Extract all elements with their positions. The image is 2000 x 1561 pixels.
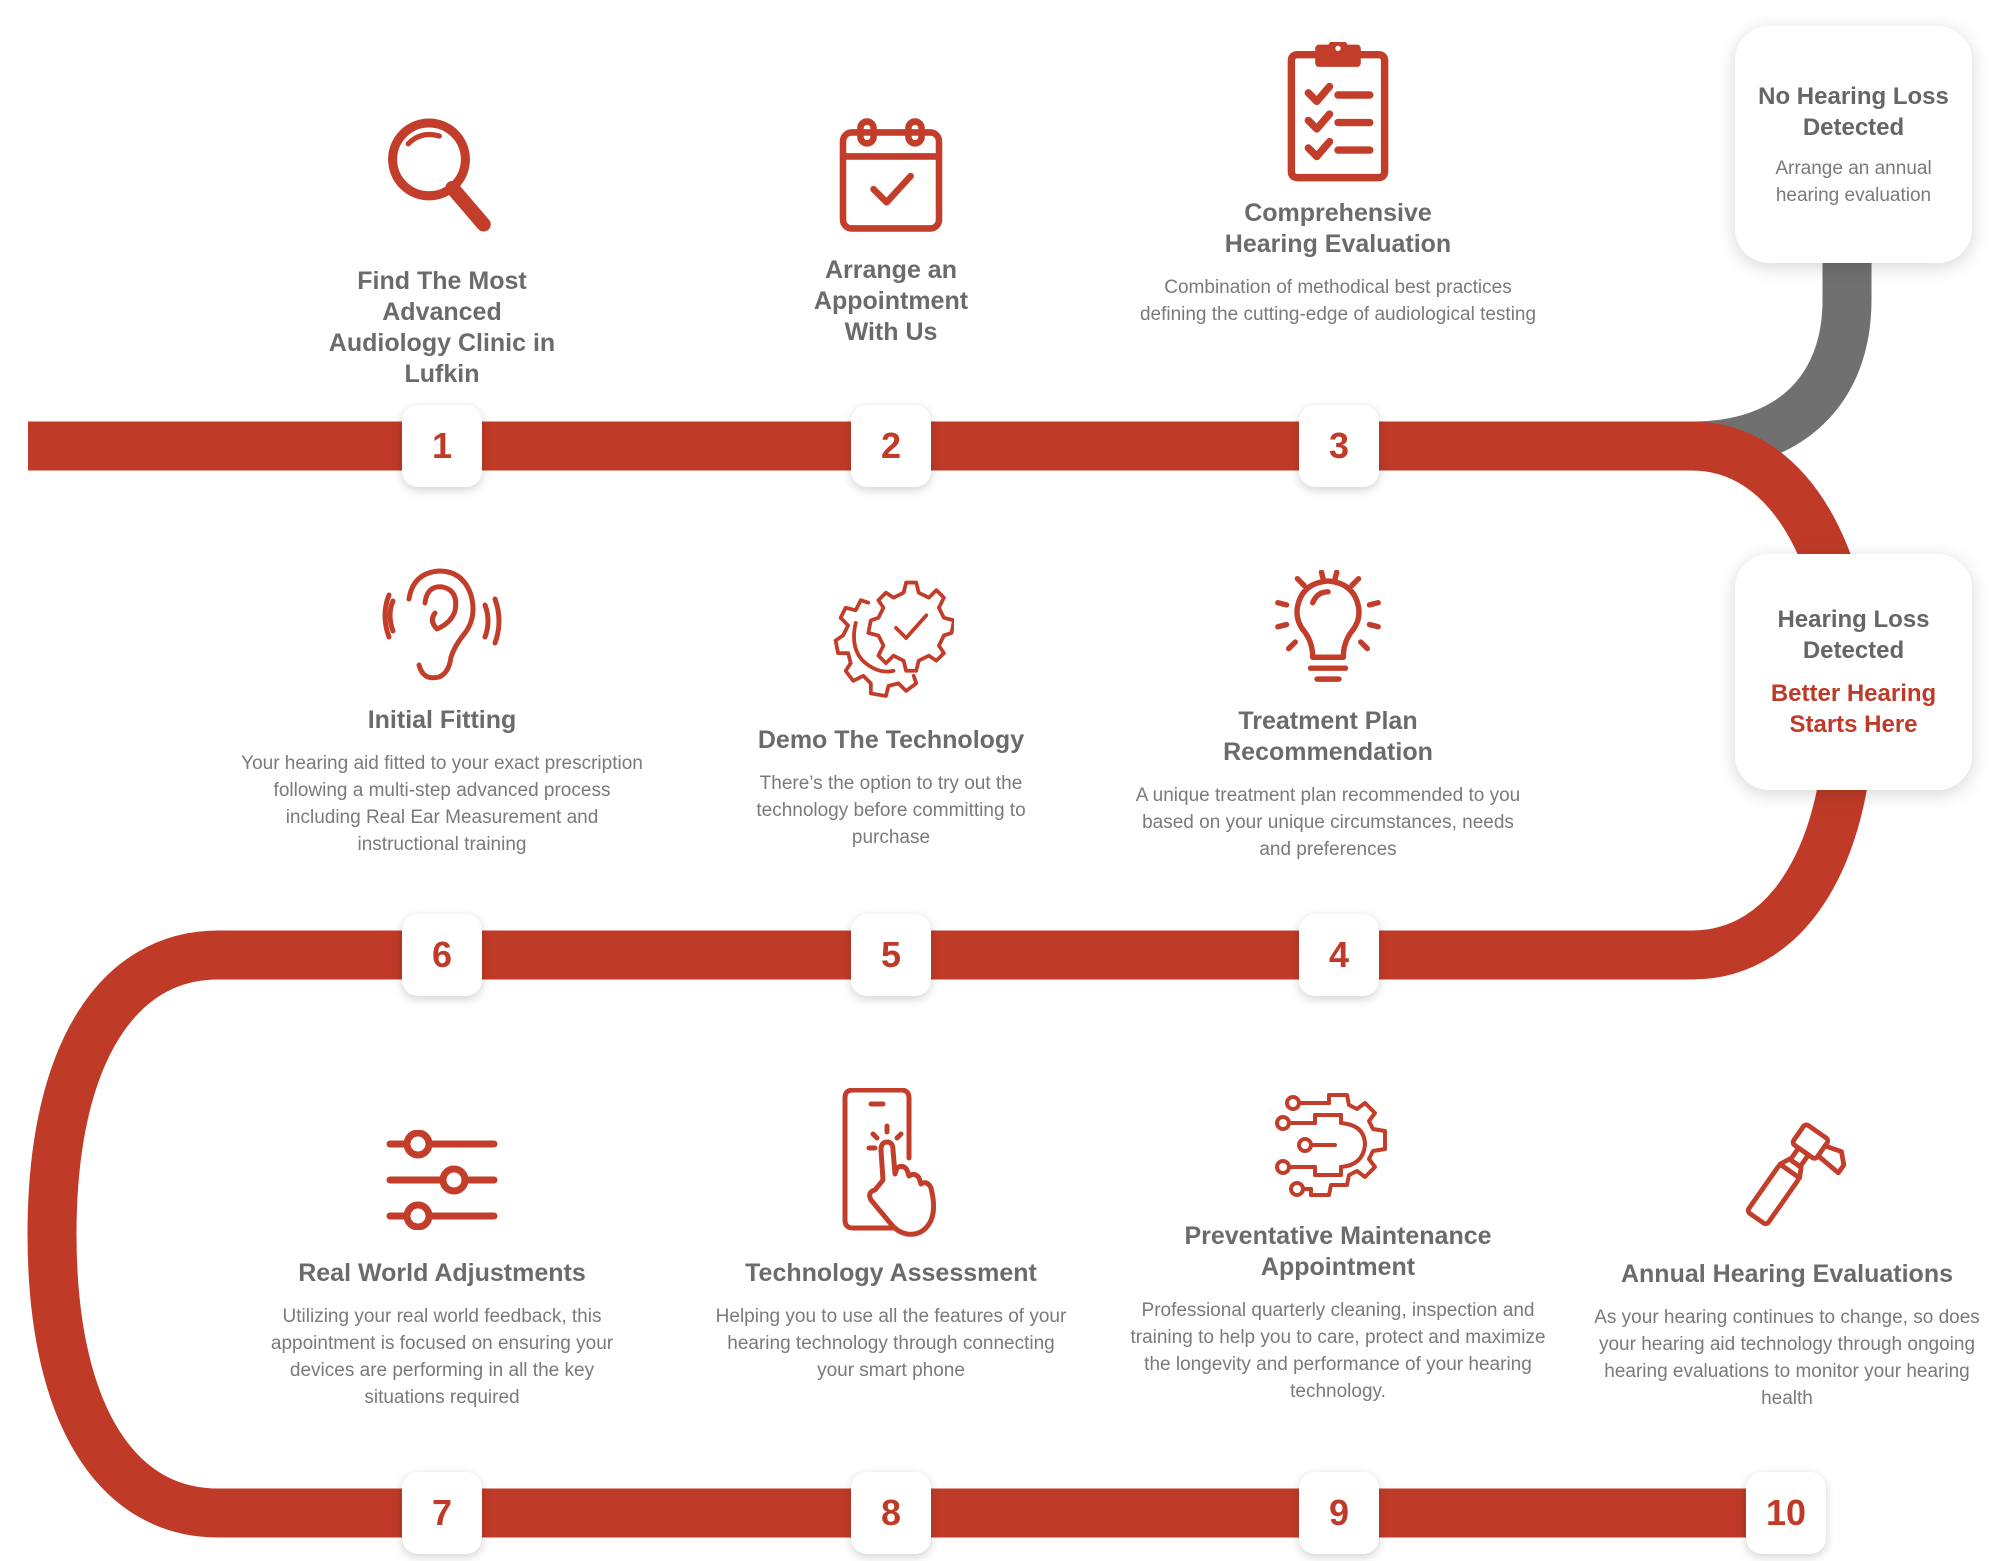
step-8: Technology Assessment Helping you to use… bbox=[711, 1088, 1071, 1384]
step-description: A unique treatment plan recommended to y… bbox=[1135, 785, 1521, 860]
branch-track-gray bbox=[1691, 255, 1872, 471]
step-10: Annual Hearing Evaluations As your heari… bbox=[1592, 1115, 1982, 1412]
step-6: Initial Fitting Your hearing aid fitted … bbox=[237, 565, 647, 858]
step-badge-1: 1 bbox=[402, 405, 482, 487]
step-description: Combination of methodical best practices… bbox=[1139, 277, 1537, 325]
step-badge-9: 9 bbox=[1299, 1472, 1379, 1554]
step-title: Initial Fitting bbox=[367, 706, 517, 734]
step-title: Annual Hearing Evaluations bbox=[1620, 1260, 1953, 1288]
ear-sound-icon bbox=[382, 568, 502, 681]
clipboard-checklist-icon bbox=[1287, 42, 1389, 182]
step-9: Preventative Maintenance Appointment Pro… bbox=[1128, 1085, 1548, 1405]
card-cta[interactable]: Better Hearing Starts Here bbox=[1770, 680, 1937, 738]
step-3: Comprehensive Hearing Evaluation Combina… bbox=[1138, 42, 1538, 328]
step-description: As your hearing continues to change, so … bbox=[1594, 1307, 1980, 1409]
step-4: Treatment Plan Recommendation A unique t… bbox=[1128, 570, 1528, 863]
step-title: Treatment Plan Recommendation bbox=[1223, 707, 1433, 766]
calendar-check-icon bbox=[839, 118, 943, 232]
step-badge-5: 5 bbox=[851, 914, 931, 996]
step-description: Utilizing your real world feedback, this… bbox=[270, 1306, 614, 1408]
magnifying-glass-icon bbox=[388, 118, 491, 232]
step-badge-4: 4 bbox=[1299, 914, 1379, 996]
step-title: Arrange an Appointment With Us bbox=[813, 256, 969, 346]
step-7: Real World Adjustments Utilizing your re… bbox=[252, 1130, 632, 1411]
step-title: Technology Assessment bbox=[745, 1259, 1037, 1287]
step-title: Preventative Maintenance Appointment bbox=[1184, 1222, 1492, 1281]
no-hearing-loss-card: No Hearing Loss Detected Arrange an annu… bbox=[1735, 26, 1972, 263]
hearing-loss-card: Hearing Loss Detected Better Hearing Sta… bbox=[1735, 554, 1972, 790]
step-badge-10: 10 bbox=[1746, 1472, 1826, 1554]
step-badge-3: 3 bbox=[1299, 405, 1379, 487]
step-description: There’s the option to try out the techno… bbox=[756, 773, 1026, 848]
step-title: Demo The Technology bbox=[757, 726, 1025, 754]
sliders-icon bbox=[386, 1130, 498, 1230]
step-title: Real World Adjustments bbox=[298, 1259, 586, 1287]
step-description: Helping you to use all the features of y… bbox=[715, 1306, 1067, 1381]
step-badge-2: 2 bbox=[851, 405, 931, 487]
otoscope-icon bbox=[1745, 1122, 1847, 1227]
gear-check-icon bbox=[833, 580, 954, 698]
card-text: Arrange an annual hearing evaluation bbox=[1775, 157, 1932, 206]
step-badge-6: 6 bbox=[402, 914, 482, 996]
step-2: Arrange an Appointment With Us bbox=[761, 115, 1021, 348]
step-badge-8: 8 bbox=[851, 1472, 931, 1554]
step-5: Demo The Technology There’s the option t… bbox=[721, 575, 1061, 851]
step-description: Professional quarterly cleaning, inspect… bbox=[1130, 1300, 1546, 1402]
step-1: Find The Most Advanced Audiology Clinic … bbox=[292, 110, 592, 390]
phone-tap-icon bbox=[842, 1088, 937, 1237]
gear-circuit-icon bbox=[1275, 1093, 1387, 1197]
card-title: Hearing Loss Detected bbox=[1777, 606, 1930, 664]
card-title: No Hearing Loss Detected bbox=[1758, 82, 1949, 141]
step-title: Comprehensive Hearing Evaluation bbox=[1224, 199, 1452, 258]
step-badge-7: 7 bbox=[402, 1472, 482, 1554]
lightbulb-icon bbox=[1275, 570, 1381, 682]
step-description: Your hearing aid fitted to your exact pr… bbox=[241, 753, 643, 855]
step-title: Find The Most Advanced Audiology Clinic … bbox=[328, 267, 556, 388]
